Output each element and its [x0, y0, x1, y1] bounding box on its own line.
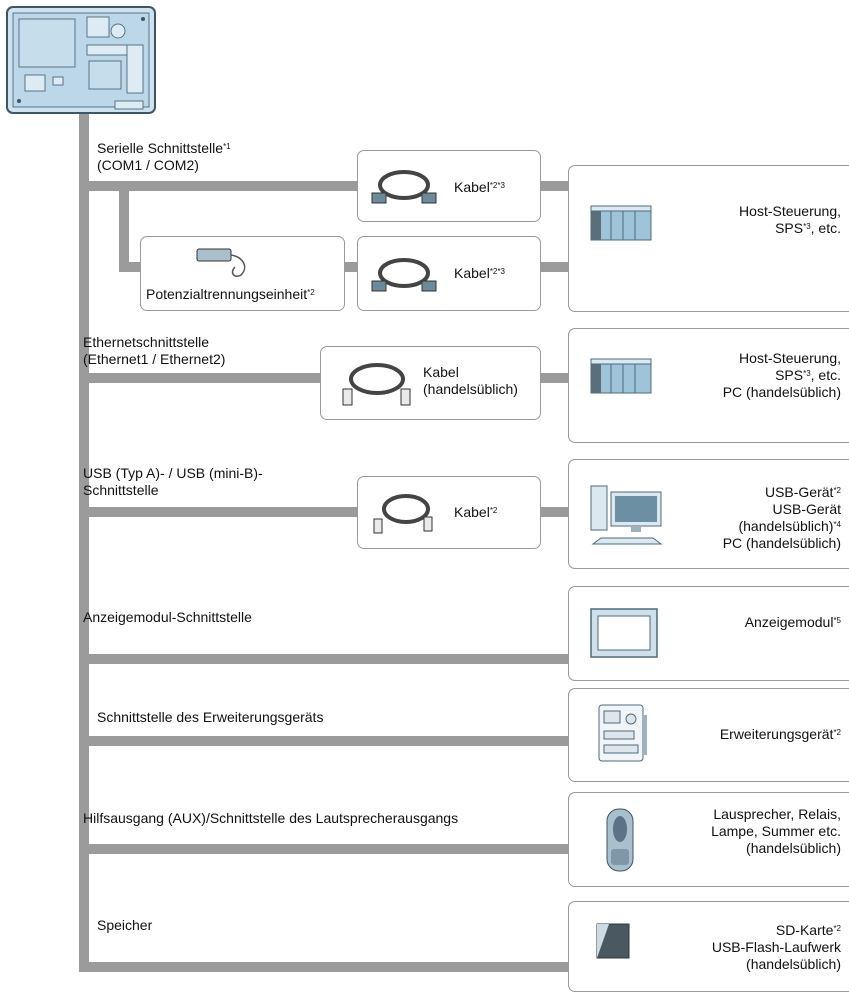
interface-usb-label: USB (Typ A)- / USB (mini-B)- Schnittstel…: [83, 465, 263, 498]
device-box-storage: SD-Karte*2 USB-Flash-Laufwerk (handelsüb…: [568, 901, 849, 992]
device-box-usb: USB-Gerät*2 USB-Gerät (handelsüblich)*4 …: [568, 459, 849, 569]
cable-box-usb: Kabel*2: [357, 476, 541, 549]
device-box-aux: Lausprecher, Relais, Lampe, Summer etc. …: [568, 792, 849, 887]
device-box-expansion: Erweiterungsgerät*2: [568, 688, 849, 782]
cable-serial-1-label: Kabel*2*3: [454, 179, 505, 195]
interface-serial-label: Serielle Schnittstelle*1 (COM1 / COM2): [97, 140, 231, 173]
cable-usb-label: Kabel*2: [454, 504, 498, 520]
interface-expansion-label: Schnittstelle des Erweiterungsgeräts: [97, 709, 324, 725]
ethernet-cable-icon: [342, 363, 411, 406]
interface-aux-label: Hilfsausgang (AUX)/Schnittstelle des Lau…: [83, 810, 459, 826]
device-box-serial: Host-Steuerung, SPS*3, etc.: [568, 165, 849, 312]
cable-box-serial-2: Kabel*2*3: [357, 236, 541, 311]
cable-icon: [371, 258, 437, 292]
device-usb-label: USB-Gerät*2 USB-Gerät (handelsüblich)*4 …: [722, 484, 841, 551]
sd-card-icon: [596, 923, 630, 959]
plc-icon: [590, 205, 652, 241]
cable-ethernet-label: Kabel (handelsüblich): [423, 364, 518, 397]
device-aux-label: Lausprecher, Relais, Lampe, Summer etc. …: [711, 806, 841, 856]
cable-icon: [371, 170, 437, 204]
cable-serial-2-label: Kabel*2*3: [454, 265, 505, 281]
isolation-unit-label: Potenzialtrennungseinheit*2: [146, 286, 315, 302]
speaker-icon: [606, 808, 634, 872]
main-unit-image: [6, 6, 156, 114]
interface-ethernet-label: Ethernetschnittstelle (Ethernet1 / Ether…: [83, 334, 226, 367]
cable-box-serial-1: Kabel*2*3: [357, 150, 541, 222]
usb-cable-icon: [373, 494, 433, 534]
device-ethernet-label: Host-Steuerung, SPS*3, etc. PC (handelsü…: [722, 350, 841, 400]
plc-icon: [590, 358, 652, 394]
isolation-unit-icon: [196, 248, 246, 278]
device-serial-label: Host-Steuerung, SPS*3, etc.: [739, 203, 841, 236]
display-module-icon: [590, 608, 658, 658]
expansion-unit-icon: [598, 704, 647, 762]
interface-display-label: Anzeigemodul-Schnittstelle: [83, 609, 252, 625]
cable-box-ethernet: Kabel (handelsüblich): [320, 346, 541, 420]
device-display-label: Anzeigemodul*5: [744, 614, 841, 630]
pc-icon: [590, 485, 663, 545]
interface-storage-label: Speicher: [97, 917, 153, 933]
device-expansion-label: Erweiterungsgerät*2: [719, 726, 841, 742]
isolation-unit-box: Potenzialtrennungseinheit*2: [140, 236, 345, 311]
device-storage-label: SD-Karte*2 USB-Flash-Laufwerk (handelsüb…: [711, 922, 841, 972]
device-box-display: Anzeigemodul*5: [568, 586, 849, 681]
device-box-ethernet: Host-Steuerung, SPS*3, etc. PC (handelsü…: [568, 328, 849, 443]
